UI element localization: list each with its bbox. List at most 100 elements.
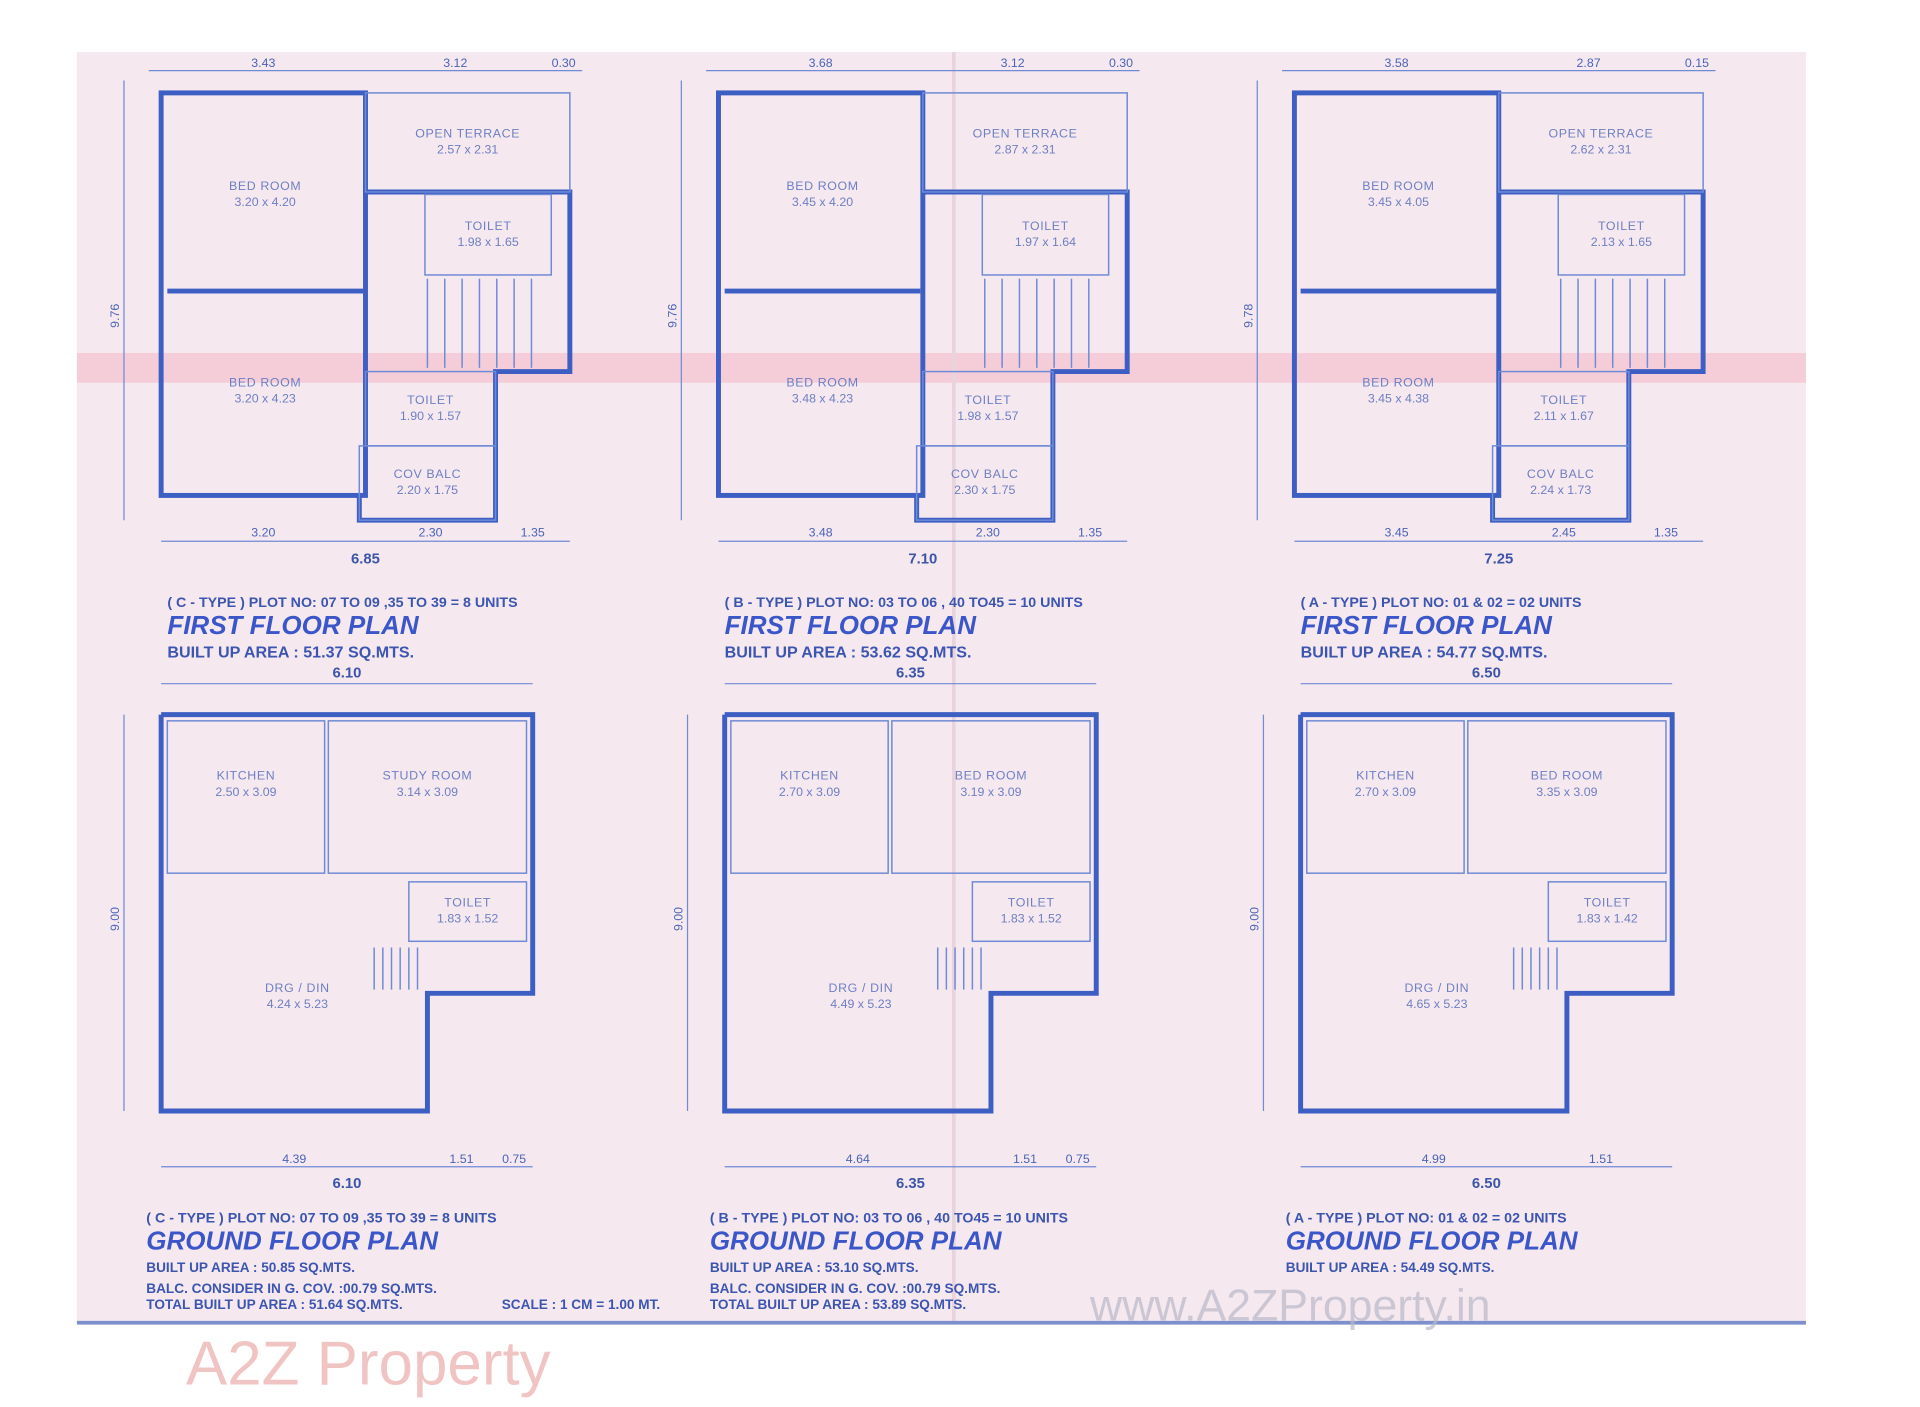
room-outline [327,720,528,874]
room-dimension: 3.20 x 4.23 [235,392,296,406]
room-dimension: 3.45 x 4.38 [1368,392,1429,406]
plan-caption: ( C - TYPE ) PLOT NO: 07 TO 09 ,35 TO 39… [146,1210,496,1226]
room-label: TOILET [1598,219,1645,233]
built-up-area: BUILT UP AREA : 54.49 SQ.MTS. [1286,1260,1495,1275]
room-label: BED ROOM [786,375,858,389]
room-label: BED ROOM [229,375,301,389]
dimension-label: 4.64 [846,1152,870,1166]
plan-caption: ( B - TYPE ) PLOT NO: 03 TO 06 , 40 TO45… [725,595,1083,611]
room-outline [1547,881,1667,943]
dimension-label: 2.30 [418,525,442,539]
plan-title: FIRST FLOOR PLAN [1301,610,1554,640]
plan-title: GROUND FLOOR PLAN [1286,1226,1579,1256]
dimension-label: 3.20 [251,525,275,539]
total-width-label: 7.25 [1484,552,1513,568]
room-dimension: 2.13 x 1.65 [1591,235,1652,249]
room-label: OPEN TERRACE [415,126,520,140]
watermark-logo: A2Z Property [186,1330,551,1399]
room-label: KITCHEN [780,769,839,783]
built-up-area: BUILT UP AREA : 53.10 SQ.MTS. [710,1260,919,1275]
plan-title: GROUND FLOOR PLAN [146,1226,439,1256]
room-outline [1306,720,1465,874]
dimension-label: 3.12 [1001,56,1025,70]
side-dimension-label: 9.78 [1241,304,1255,328]
room-label: KITCHEN [1356,769,1415,783]
side-dimension-label: 9.00 [672,907,686,931]
total-width-label: 7.10 [908,552,937,568]
room-outline [922,92,1128,193]
dimension-label: 0.30 [552,56,576,70]
dimension-label: 0.75 [1066,1152,1090,1166]
room-dimension: 4.65 x 5.23 [1406,997,1467,1011]
built-up-area: BUILT UP AREA : 54.77 SQ.MTS. [1301,644,1548,662]
room-outline [358,445,497,521]
dimension-label: 3.48 [809,525,833,539]
balcony-area: BALC. CONSIDER IN G. COV. :00.79 SQ.MTS. [710,1281,1001,1296]
built-up-area: BUILT UP AREA : 50.85 SQ.MTS. [146,1260,355,1275]
plan-title: FIRST FLOOR PLAN [725,610,978,640]
total-built-up-area: TOTAL BUILT UP AREA : 53.89 SQ.MTS. [710,1297,966,1312]
staircase [426,278,533,368]
room-dimension: 2.11 x 1.67 [1534,409,1594,423]
balcony-area: BALC. CONSIDER IN G. COV. :00.79 SQ.MTS. [146,1281,437,1296]
room-outline [730,720,889,874]
room-label: TOILET [407,393,454,407]
room-label: BED ROOM [955,769,1027,783]
outer-wall [158,712,536,1114]
outer-wall [722,712,1099,1114]
room-label: COV BALC [1527,467,1595,481]
room-label: TOILET [465,219,512,233]
staircase [373,947,419,990]
room-label: TOILET [444,896,491,910]
room-outline [166,720,326,874]
room-dimension: 3.48 x 4.23 [792,392,853,406]
dimension-label: 2.45 [1552,525,1576,539]
room-label: DRG / DIN [265,981,330,995]
plan-caption: ( A - TYPE ) PLOT NO: 01 & 02 = 02 UNITS [1286,1210,1567,1226]
dimension-label: 0.15 [1685,56,1709,70]
room-dimension: 1.97 x 1.64 [1015,235,1076,249]
dimension-label: 1.35 [521,525,545,539]
room-dimension: 3.14 x 3.09 [397,785,458,799]
dimension-label: 1.51 [1589,1152,1613,1166]
side-dimension-label: 9.00 [108,907,122,931]
room-outline [1467,720,1667,874]
dimension-label: 1.35 [1078,525,1102,539]
total-width-label: 6.35 [896,665,925,681]
room-dimension: 1.98 x 1.57 [957,409,1018,423]
dimension-label: 0.75 [502,1152,526,1166]
staircase [984,278,1090,368]
total-width-label: 6.10 [332,665,361,681]
dimension-label: 4.39 [282,1152,306,1166]
room-dimension: 2.50 x 3.09 [215,785,276,799]
watermark-url: www.A2ZProperty.in [1089,1281,1491,1330]
room-dimension: 2.87 x 2.31 [994,143,1055,157]
plan-caption: ( A - TYPE ) PLOT NO: 01 & 02 = 02 UNITS [1301,595,1582,611]
total-width-label: 6.35 [896,1176,925,1192]
dimension-label: 0.30 [1109,56,1133,70]
room-label: TOILET [1584,896,1631,910]
room-dimension: 4.49 x 5.23 [830,997,891,1011]
staircase [1559,278,1666,368]
room-dimension: 1.98 x 1.65 [457,235,518,249]
room-outline [981,193,1110,276]
built-up-area: BUILT UP AREA : 53.62 SQ.MTS. [725,644,972,662]
room-dimension: 3.45 x 4.05 [1368,195,1429,209]
outer-wall [158,90,368,498]
room-dimension: 2.30 x 1.75 [954,483,1015,497]
room-label: STUDY ROOM [382,769,472,783]
room-label: COV BALC [951,467,1019,481]
dimension-label: 3.43 [251,56,275,70]
room-dimension: 1.90 x 1.57 [400,409,461,423]
side-dimension-label: 9.76 [108,304,122,328]
plan-title: GROUND FLOOR PLAN [710,1226,1003,1256]
room-dimension: 3.45 x 4.20 [792,195,853,209]
room-label: COV BALC [394,467,462,481]
room-outline [915,445,1054,521]
room-label: BED ROOM [1531,769,1603,783]
room-label: DRG / DIN [829,981,894,995]
dimension-label: 4.99 [1422,1152,1446,1166]
